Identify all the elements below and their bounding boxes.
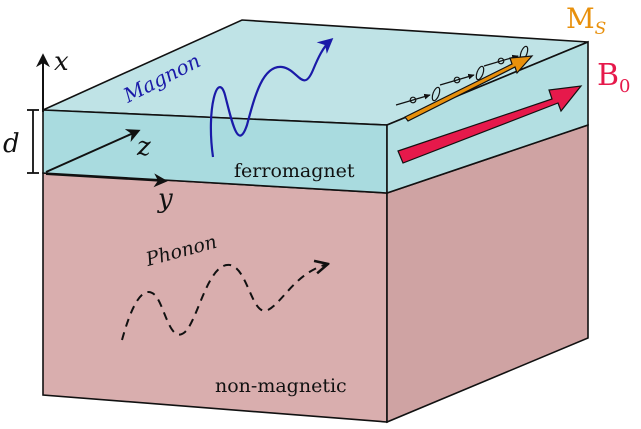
thickness-label: d — [3, 129, 20, 159]
magnetization-arrow-icon — [404, 55, 534, 122]
magnetization-label: MS — [566, 2, 606, 39]
ferromagnet-label: ferromagnet — [234, 160, 355, 182]
z-axis-label: z — [136, 132, 151, 162]
y-axis-label: y — [157, 184, 173, 214]
field-label: B0 — [597, 58, 631, 97]
non-magnetic-label: non-magnetic — [215, 375, 347, 397]
z-axis-arrow — [45, 129, 141, 173]
axes: x z y — [36, 47, 173, 214]
substrate — [42, 123, 589, 424]
ferromagnet-right-face — [386, 40, 589, 195]
y-axis-arrow — [45, 173, 168, 188]
thickness-bracket: d — [3, 109, 39, 174]
phonon-wave-icon — [121, 264, 328, 341]
magnon-wave-icon — [209, 37, 334, 158]
field-arrow-icon — [397, 85, 583, 164]
x-axis-label: x — [54, 47, 69, 77]
